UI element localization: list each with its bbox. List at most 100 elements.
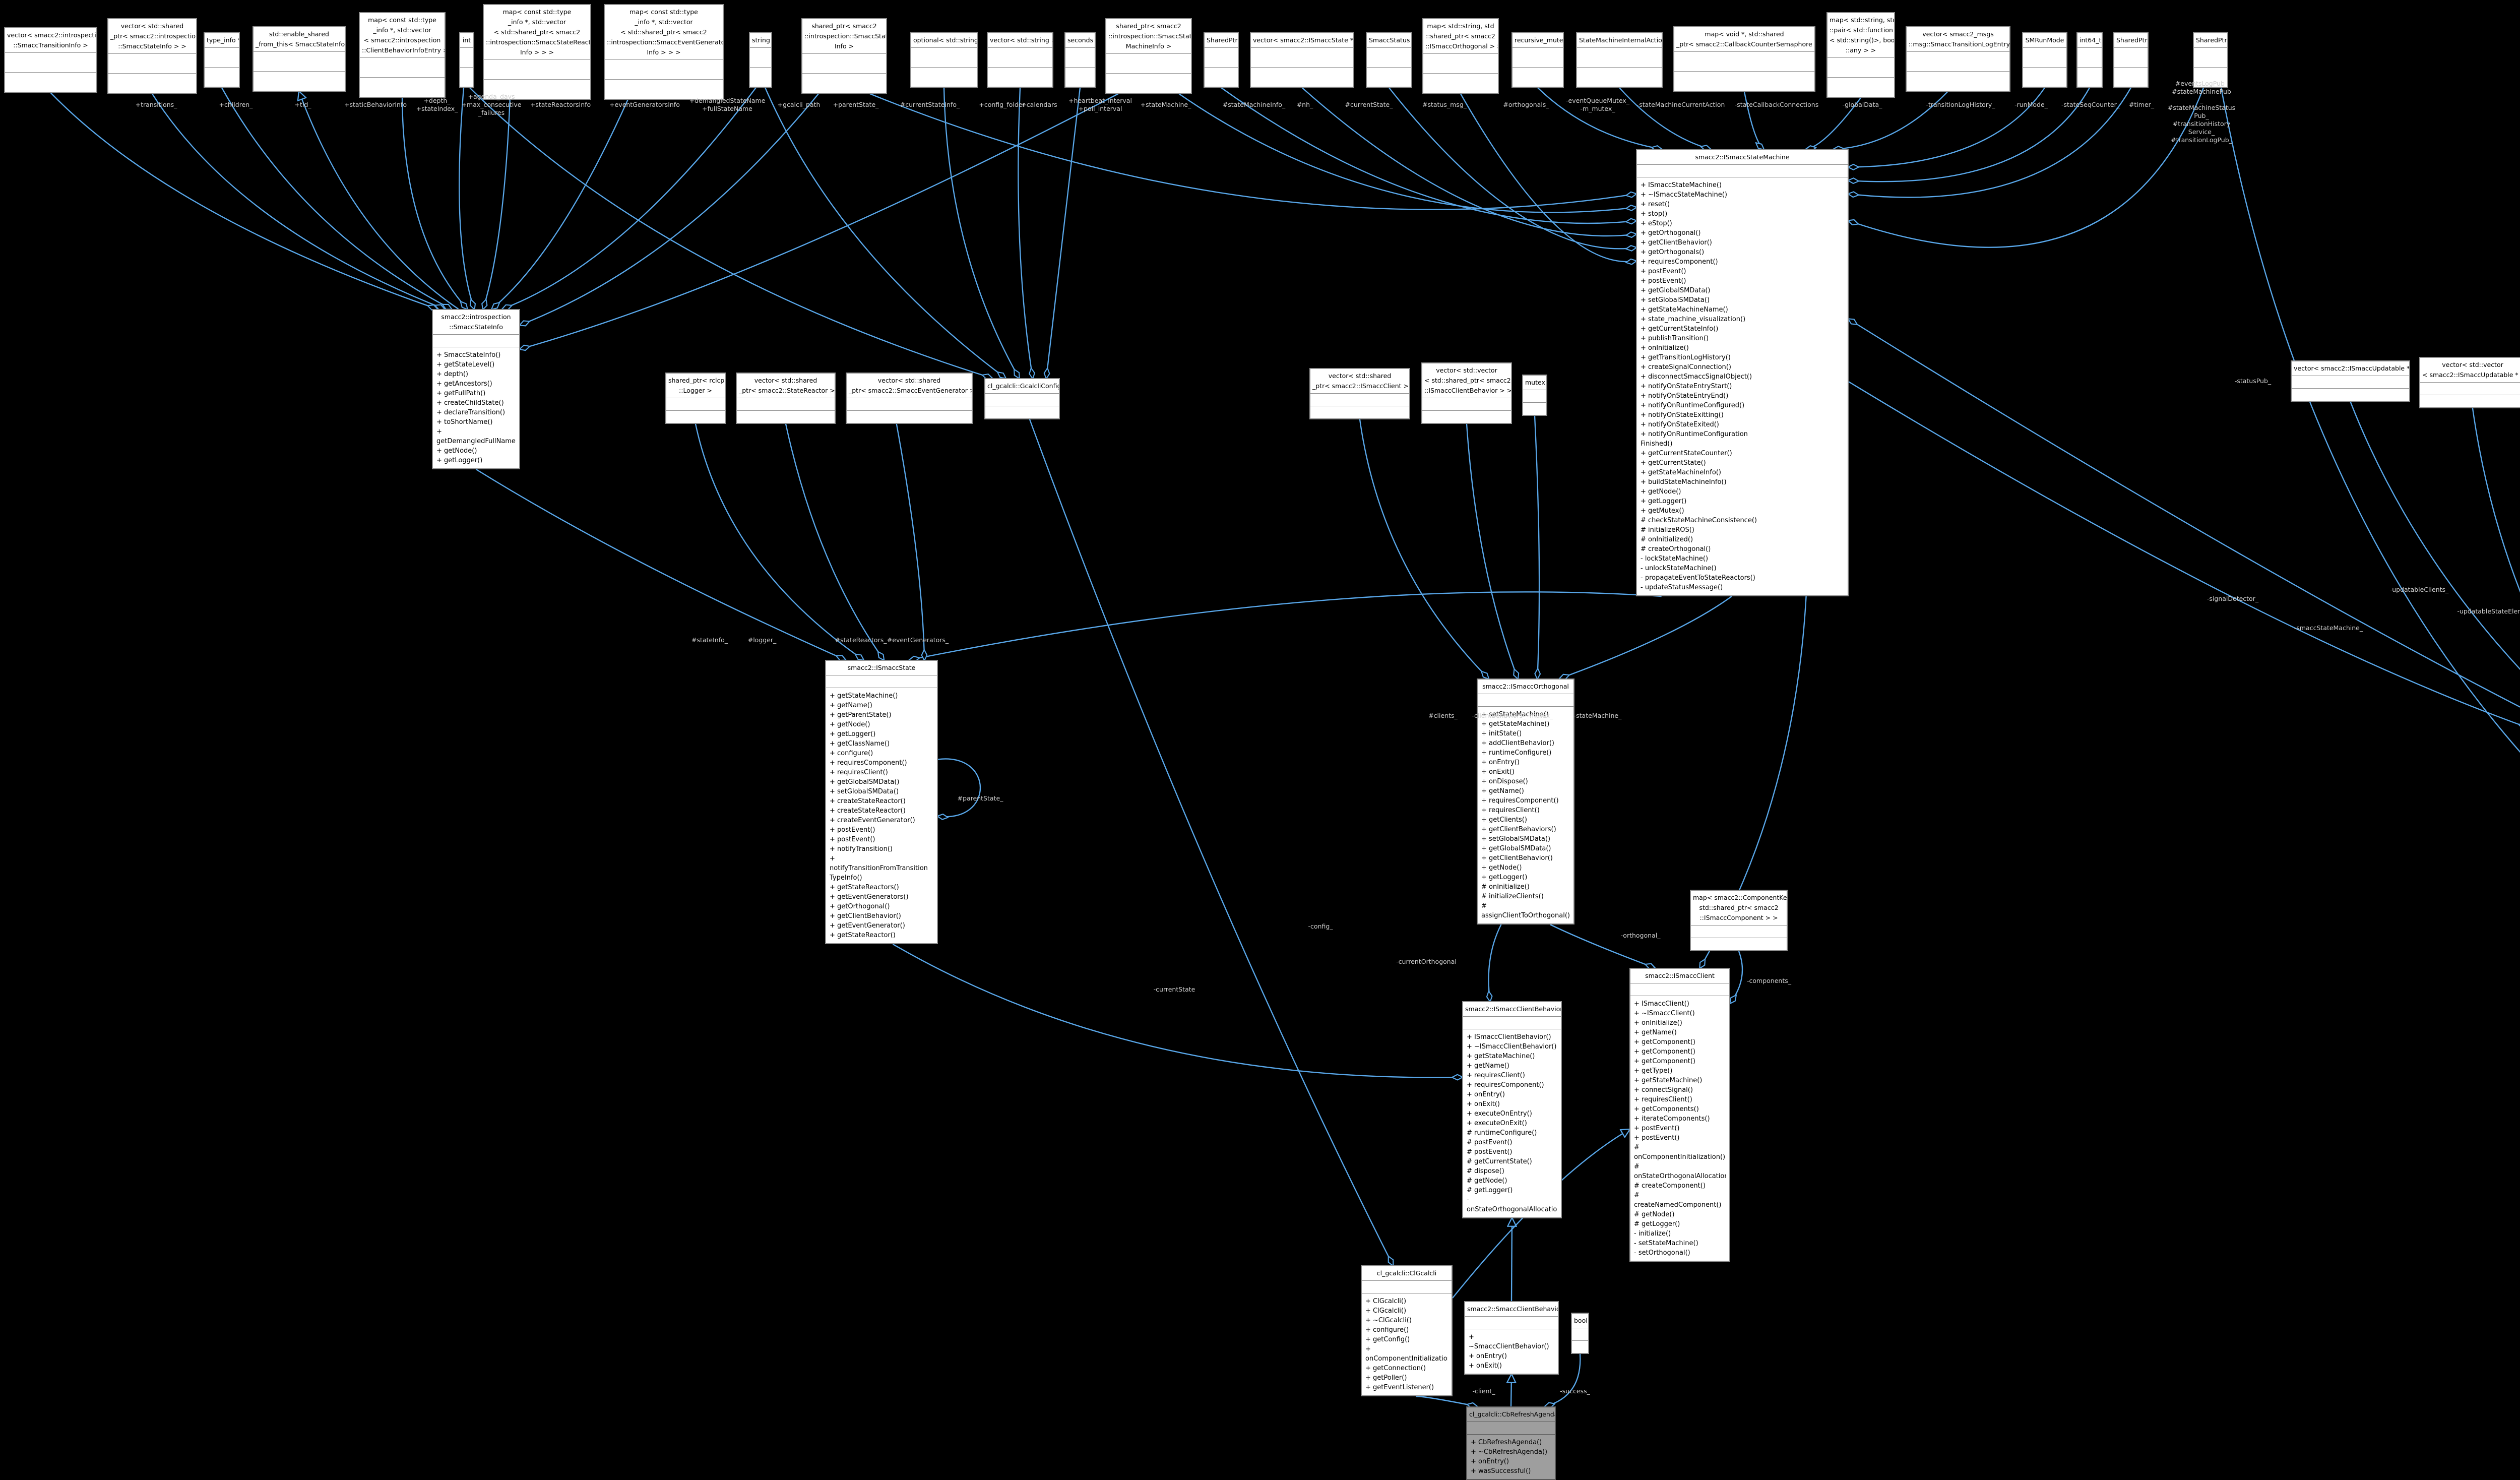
class-member: + getParentState(): [830, 710, 933, 720]
class-box-SMRunMode[interactable]: SMRunMode: [2022, 32, 2067, 88]
class-box-smacc2-ISmaccClientBehavior[interactable]: smacc2::ISmaccClientBehavior+ ISmaccClie…: [1462, 1001, 1562, 1218]
class-member: + buildStateMachineInfo(): [1641, 477, 1844, 487]
class-title: shared_ptr< smacc2::introspection::Smacc…: [802, 19, 886, 54]
class-title: vector< std::vector< smacc2::ISmaccUpdat…: [2420, 358, 2520, 383]
class-box-string[interactable]: string: [749, 32, 772, 88]
class-member: + ~ClGcalcli(): [1365, 1316, 1448, 1325]
class-member: - onStateOrthogonalAllocation(): [1467, 1195, 1557, 1214]
operations-compartment: + ISmaccClient()+ ~ISmaccClient()+ onIni…: [1630, 996, 1729, 1261]
class-member: + getCurrentStateCounter(): [1641, 449, 1844, 458]
class-box-cl-gcalcli-ClGcalcli[interactable]: cl_gcalcli::ClGcalcli+ ClGcalcli()+ ClGc…: [1361, 1265, 1453, 1396]
class-member: + requiresComponent(): [830, 758, 933, 768]
class-member: + ~CbRefreshAgenda(): [1471, 1447, 1551, 1457]
class-member: + getClientBehavior(): [1481, 853, 1570, 863]
class-box-vector-smacc2-msgs-msg-SmaccTransitionLogEntry-[interactable]: vector< smacc2_msgs::msg::SmaccTransitio…: [1906, 26, 2010, 92]
class-title: map< const std::type_info *, std::vector…: [360, 13, 445, 58]
class-box-int64-t[interactable]: int64_t: [2076, 32, 2103, 88]
class-box-shared-ptr-smacc2-introspection-SmaccStateMachineInfo-[interactable]: shared_ptr< smacc2::introspection::Smacc…: [1105, 18, 1192, 94]
class-member: + executeOnExit(): [1467, 1119, 1557, 1128]
class-box-vector-std-vector-std-shared-ptr-smacc2-ISmaccClientBehavior-[interactable]: vector< std::vector< std::shared_ptr< sm…: [1421, 362, 1512, 424]
class-member: + reset(): [1641, 200, 1844, 209]
class-title: SharedPtr: [1205, 33, 1238, 48]
class-member: + requiresClient(): [1634, 1095, 1726, 1104]
class-box-vector-std-vector-smacc2-ISmaccUpdatable-[interactable]: vector< std::vector< smacc2::ISmaccUpdat…: [2419, 357, 2520, 408]
operations-compartment: [108, 74, 196, 93]
class-member: + onEntry(): [1471, 1457, 1551, 1466]
class-box-vector-std-shared-ptr-smacc2-ISmaccClient-[interactable]: vector< std::shared_ptr< smacc2::ISmaccC…: [1309, 368, 1410, 419]
class-title: shared_ptr< rclcpp::Logger >: [666, 374, 725, 398]
class-member: + setGlobalSMData(): [1641, 295, 1844, 305]
class-box-int[interactable]: int: [459, 32, 474, 88]
class-title: SharedPtr: [2114, 33, 2148, 48]
class-box-smacc2-introspection-SmaccStateInfo[interactable]: smacc2::introspection::SmaccStateInfo+ S…: [432, 309, 520, 469]
class-title: smacc2::ISmaccOrthogonal: [1478, 680, 1573, 694]
class-box-smacc2-SmaccClientBehavior[interactable]: smacc2::SmaccClientBehavior+ ~SmaccClien…: [1464, 1301, 1559, 1375]
class-box-shared-ptr-smacc2-introspection-SmaccStateInfo-[interactable]: shared_ptr< smacc2::introspection::Smacc…: [801, 18, 887, 94]
class-box-smacc2-ISmaccState[interactable]: smacc2::ISmaccState+ getStateMachine()+ …: [825, 660, 938, 944]
operations-compartment: [605, 80, 723, 99]
class-box-std-enable-shared-from-this-SmaccStateInfo-[interactable]: std::enable_shared_from_this< SmaccState…: [253, 26, 346, 92]
class-member: + onInitialize(): [1641, 343, 1844, 353]
class-box-mutex[interactable]: mutex: [1522, 375, 1547, 416]
class-box-vector-std-shared-ptr-smacc2-introspection-SmaccStateInfo-[interactable]: vector< std::shared_ptr< smacc2::introsp…: [107, 18, 197, 94]
class-member: + ~ISmaccClientBehavior(): [1467, 1042, 1557, 1052]
class-box-type-info-[interactable]: type_info *: [204, 32, 240, 88]
class-box-vector-std-shared-ptr-smacc2-StateReactor-[interactable]: vector< std::shared_ptr< smacc2::StateRe…: [736, 373, 836, 424]
class-member: + getTransitionLogHistory(): [1641, 353, 1844, 362]
attributes-compartment: [5, 53, 96, 73]
class-member: + getConfig(): [1365, 1335, 1448, 1344]
class-member: + getLogger(): [1481, 873, 1570, 882]
class-box-SmaccStatus[interactable]: SmaccStatus: [1366, 32, 1412, 88]
operations-compartment: [1907, 72, 2009, 91]
class-member: + ClGcalcli(): [1365, 1306, 1448, 1316]
class-member: + onEntry(): [1481, 758, 1570, 767]
class-member: + eStop(): [1641, 219, 1844, 228]
class-box-seconds[interactable]: seconds: [1064, 32, 1096, 88]
class-box-smacc2-ISmaccClient[interactable]: smacc2::ISmaccClient+ ISmaccClient()+ ~I…: [1629, 968, 1730, 1262]
class-member: + requiresComponent(): [1481, 796, 1570, 806]
class-box-SharedPtr[interactable]: SharedPtr: [2193, 32, 2228, 88]
class-member: + ~ISmaccClient(): [1634, 1009, 1726, 1018]
class-title: cl_gcalcli::CbRefreshAgenda: [1467, 1407, 1555, 1422]
class-member: # runtimeConfigure(): [1467, 1128, 1557, 1138]
class-title: vector< smacc2::ISmaccState * >: [1251, 33, 1353, 48]
attributes-compartment: [1907, 52, 2009, 72]
class-box-map-std-string-std-pair-std-function-std-string-boost-any-[interactable]: map< std::string, std::pair< std::functi…: [1826, 12, 1895, 98]
class-box-optional-std-string-[interactable]: optional< std::string >: [910, 32, 978, 88]
class-title: vector< std::shared_ptr< smacc2::introsp…: [108, 19, 196, 54]
class-box-vector-std-shared-ptr-smacc2-SmaccEventGenerator-[interactable]: vector< std::shared_ptr< smacc2::SmaccEv…: [846, 373, 973, 424]
class-box-vector-std-string-[interactable]: vector< std::string >: [987, 32, 1053, 88]
class-box-SharedPtr[interactable]: SharedPtr: [2113, 32, 2149, 88]
operations-compartment: + SmaccStateInfo()+ getStateLevel()+ dep…: [433, 347, 519, 468]
class-box-shared-ptr-rclcpp-Logger-[interactable]: shared_ptr< rclcpp::Logger >: [665, 373, 726, 424]
class-box-cl-gcalcli-GcalcliConfig[interactable]: cl_gcalcli::GcalcliConfig: [984, 378, 1060, 419]
class-box-recursive-mutex[interactable]: recursive_mutex: [1511, 32, 1564, 88]
class-box-vector-smacc2-introspection-SmaccTransitionInfo-[interactable]: vector< smacc2::introspection::SmaccTran…: [4, 27, 97, 93]
class-box-map-void-std-shared-ptr-smacc2-CallbackCounterSemaphore-[interactable]: map< void *, std::shared_ptr< smacc2::Ca…: [1673, 26, 1815, 92]
class-box-cl-gcalcli-CbRefreshAgenda[interactable]: cl_gcalcli::CbRefreshAgenda+ CbRefreshAg…: [1466, 1406, 1556, 1480]
class-box-smacc2-ISmaccStateMachine[interactable]: smacc2::ISmaccStateMachine+ ISmaccStateM…: [1636, 149, 1849, 596]
class-member: + publishTransition(): [1641, 334, 1844, 343]
class-box-bool[interactable]: bool: [1571, 1313, 1589, 1354]
class-member: + notifyTransitionFromTransition TypeInf…: [830, 854, 933, 883]
class-box-smacc2-ISmaccOrthogonal[interactable]: smacc2::ISmaccOrthogonal+ setStateMachin…: [1477, 679, 1574, 924]
class-box-vector-smacc2-ISmaccState-[interactable]: vector< smacc2::ISmaccState * >: [1250, 32, 1354, 88]
class-box-SharedPtr[interactable]: SharedPtr: [1204, 32, 1239, 88]
class-member: + onExit(): [1469, 1361, 1554, 1371]
class-title: vector< smacc2_msgs::msg::SmaccTransitio…: [1907, 27, 2009, 52]
class-box-map-std-string-std-shared-ptr-smacc2-ISmaccOrthogonal-[interactable]: map< std::string, std::shared_ptr< smacc…: [1422, 18, 1499, 94]
class-box-StateMachineInternalAction[interactable]: StateMachineInternalAction: [1576, 32, 1663, 88]
class-member: + getOrthogonals(): [1641, 248, 1844, 257]
class-box-vector-smacc2-ISmaccUpdatable-[interactable]: vector< smacc2::ISmaccUpdatable * >: [2291, 360, 2410, 402]
class-box-map-const-std-type-info-std-vector-std-shared-ptr-smacc2-introspection-SmaccStateReactorInfo-[interactable]: map< const std::type_info *, std::vector…: [483, 4, 591, 100]
class-box-map-const-std-type-info-std-vector-std-shared-ptr-smacc2-introspection-SmaccEventGeneratorInfo-[interactable]: map< const std::type_info *, std::vector…: [604, 4, 724, 100]
class-member: + getClientBehavior(): [830, 911, 933, 921]
class-title: map< const std::type_info *, std::vector…: [605, 5, 723, 60]
class-box-map-smacc2-ComponentKey-std-shared-ptr-smacc2-ISmaccComponent-[interactable]: map< smacc2::ComponentKey,std::shared_pt…: [1690, 890, 1788, 951]
class-title: SharedPtr: [2194, 33, 2227, 48]
class-box-map-const-std-type-info-std-vector-smacc2-introspection-ClientBehaviorInfoEntry-[interactable]: map< const std::type_info *, std::vector…: [359, 12, 446, 98]
class-member: + getNode(): [830, 720, 933, 729]
class-member: + setStateMachine(): [1481, 710, 1570, 719]
class-member: + getLogger(): [830, 729, 933, 739]
